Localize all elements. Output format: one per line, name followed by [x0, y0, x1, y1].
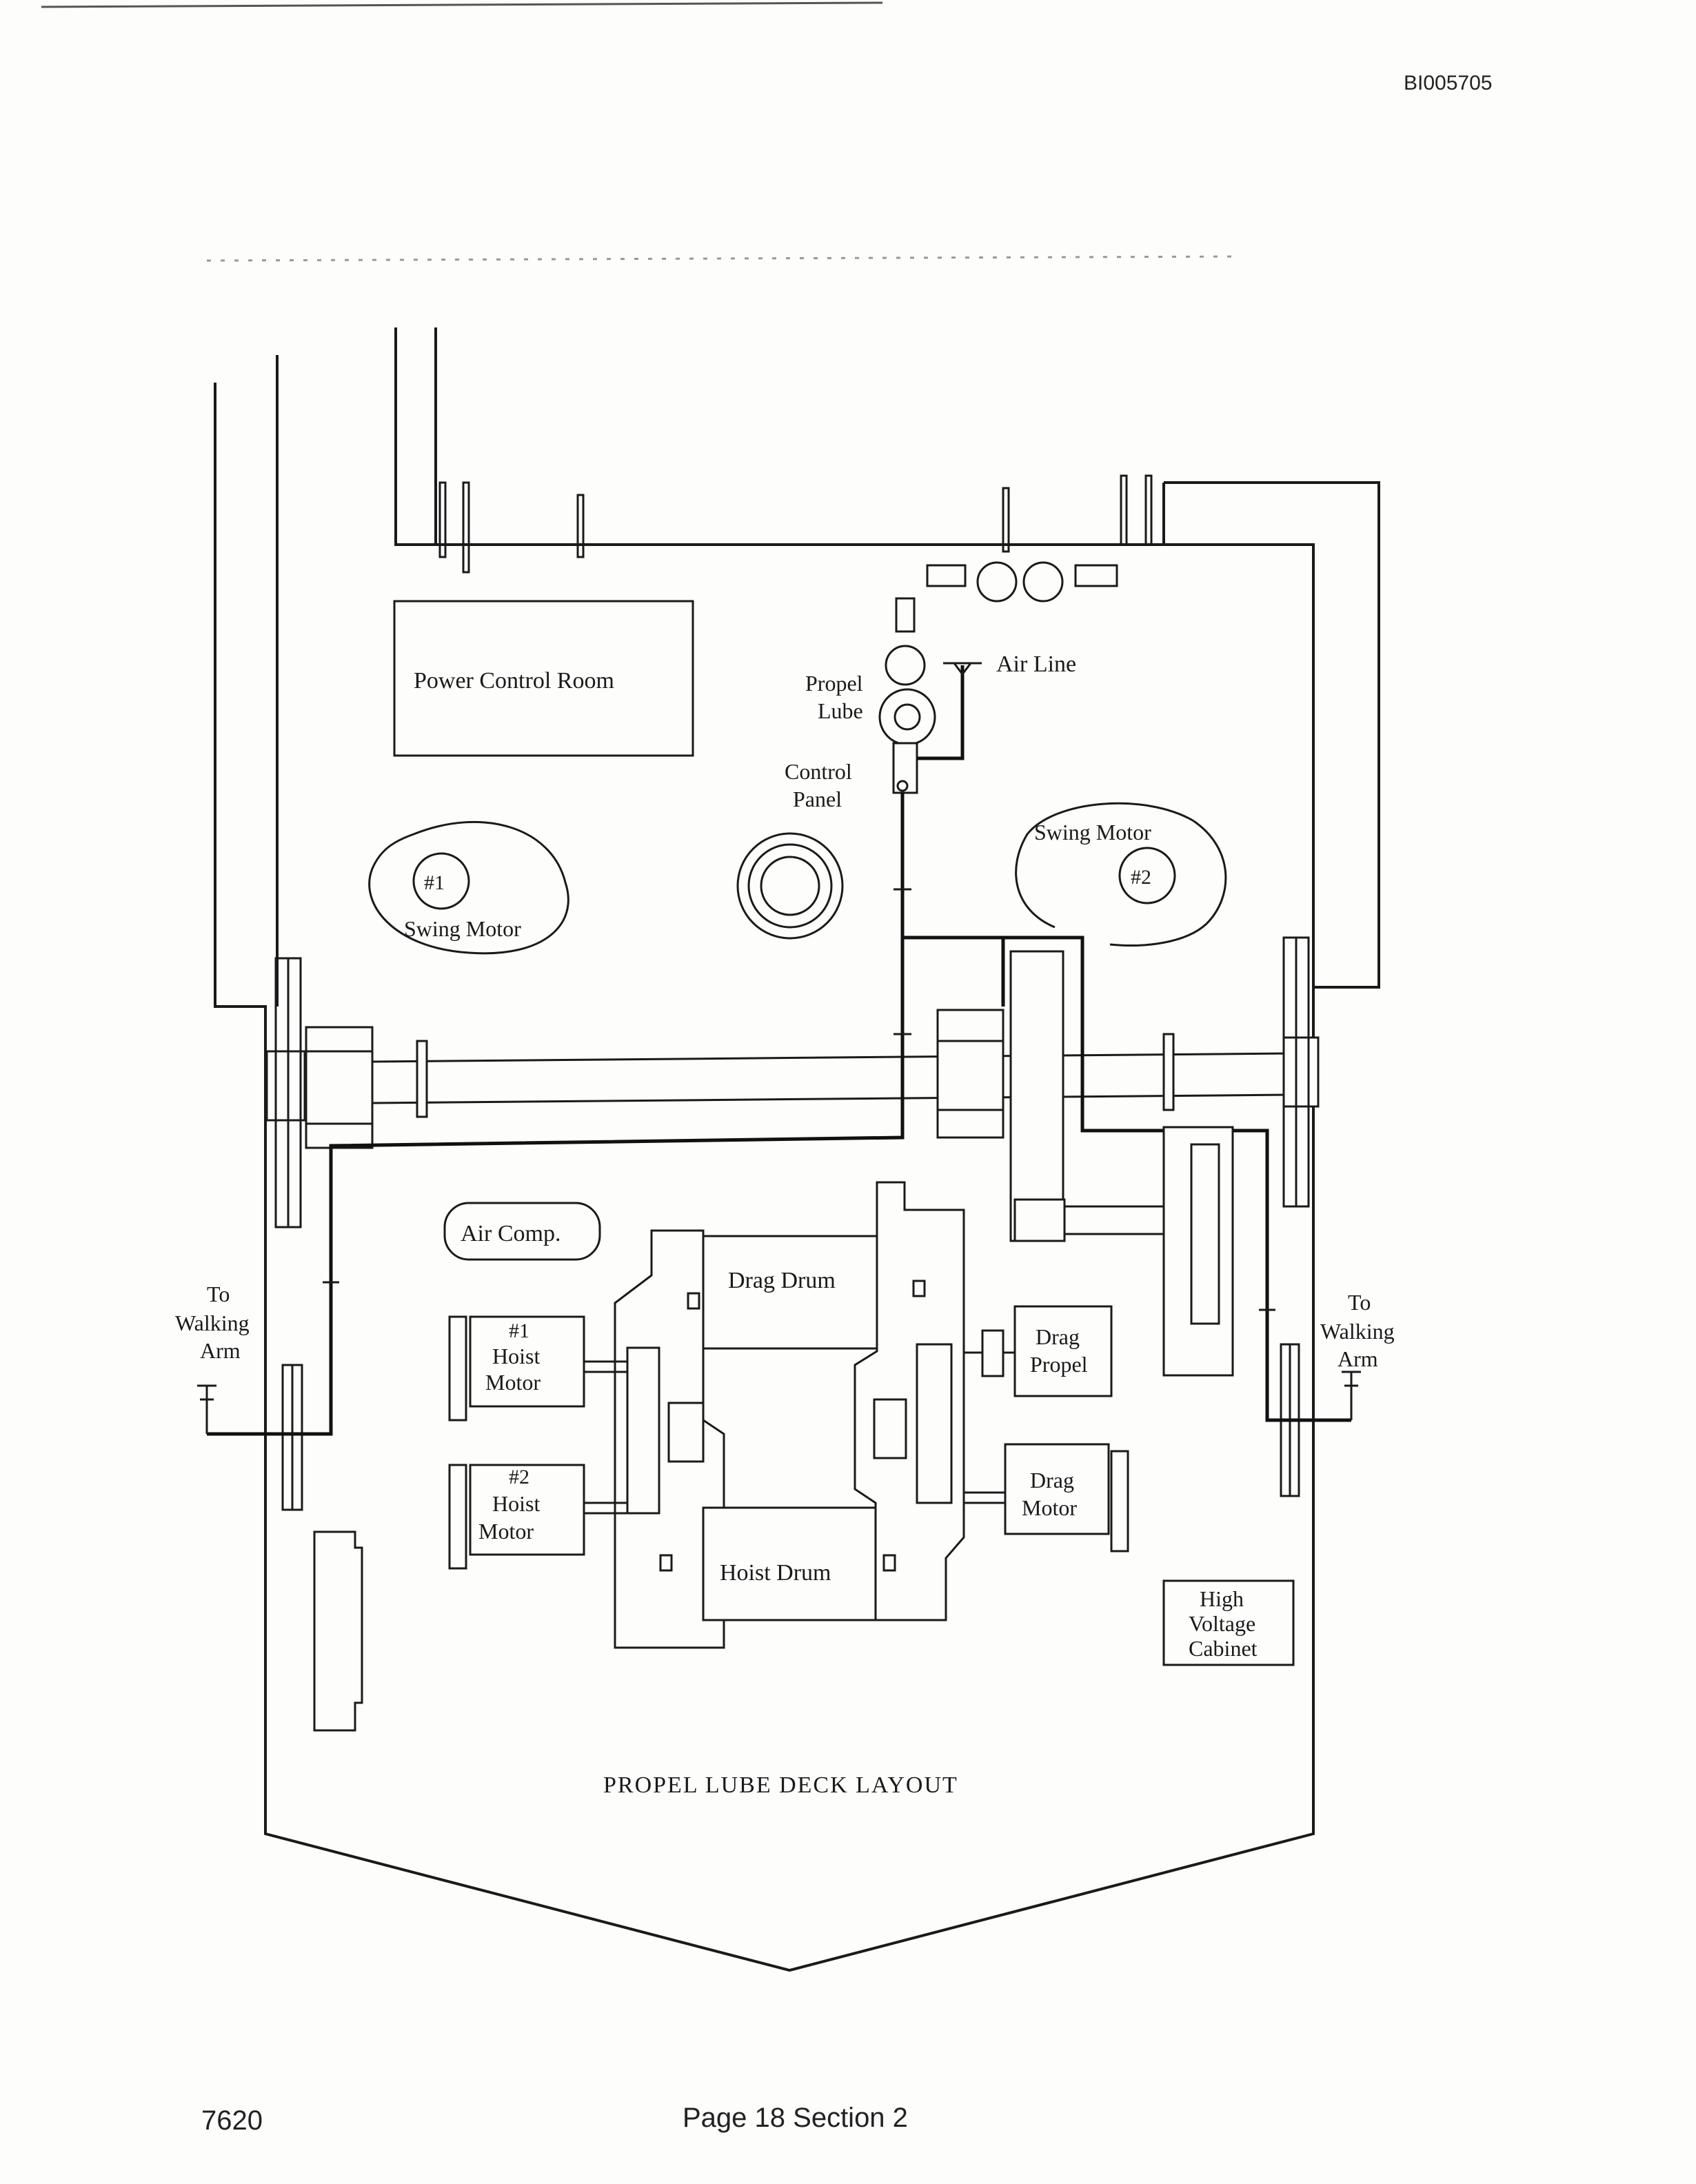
- air-compressor-label: Air Comp.: [461, 1221, 561, 1246]
- page-section-label: Page 18 Section 2: [683, 2103, 908, 2133]
- swing-motor-1-circle: [412, 852, 470, 910]
- drag-motor: [964, 1443, 1129, 1553]
- bottom-left-cabinet: [313, 1530, 363, 1732]
- high-voltage-cabinet: [1162, 1579, 1295, 1666]
- walking-arm-left-2: Walking: [175, 1311, 250, 1335]
- hoist-motor-2-label-b: Motor: [478, 1519, 534, 1544]
- air-compressor: [443, 1202, 601, 1261]
- drag-propel-motor: [964, 1305, 1113, 1397]
- power-control-room-label: Power Control Room: [414, 668, 614, 694]
- diagram-title: PROPEL LUBE DECK LAYOUT: [603, 1772, 958, 1798]
- swing-motor-2-housing: [1015, 802, 1227, 947]
- right-annex: [1164, 481, 1380, 989]
- propel-lube-unit: [878, 645, 936, 794]
- swing-motor-1-label: Swing Motor: [404, 916, 521, 941]
- walking-arm-right-1: To: [1348, 1290, 1371, 1315]
- propel-lube-label-2: Lube: [818, 698, 863, 723]
- center-swing-gear: [736, 832, 844, 940]
- walking-arm-left-3: Arm: [200, 1338, 241, 1363]
- scan-top-line: [41, 1, 883, 8]
- swing-motor-1-number: #1: [424, 871, 445, 894]
- top-equipment: [895, 561, 1118, 633]
- hoist-motor-1: [448, 1315, 627, 1422]
- drag-drum-label: Drag Drum: [728, 1268, 836, 1293]
- power-control-room: [393, 600, 694, 757]
- swing-motor-1-housing: [368, 820, 569, 955]
- drag-motor-label-1: Drag: [1030, 1468, 1074, 1493]
- document-number: 7620: [201, 2105, 263, 2136]
- walking-arm-fittings: [197, 1371, 1361, 1434]
- hv-cabinet-label-2: Voltage: [1189, 1611, 1255, 1636]
- control-panel-label-2: Panel: [793, 787, 842, 811]
- crawler-rails: [274, 936, 1310, 1511]
- drum-assembly: [614, 1181, 965, 1649]
- hoist-motor-2-number: #2: [509, 1466, 529, 1488]
- air-line: [917, 662, 982, 760]
- swing-motor-2-number: #2: [1131, 866, 1151, 889]
- scan-dotted-line: [206, 255, 1242, 262]
- drag-propel-label-2: Propel: [1030, 1352, 1088, 1377]
- walking-arm-right-3: Arm: [1337, 1346, 1378, 1371]
- hoist-motor-2: [448, 1464, 627, 1570]
- hv-cabinet-label-1: High: [1200, 1586, 1244, 1611]
- document-id: BI005705: [1404, 72, 1493, 94]
- hoist-motor-2-label-a: Hoist: [492, 1491, 540, 1516]
- right-gear-housing: [1013, 1126, 1234, 1377]
- hoist-motor-1-label-b: Motor: [485, 1370, 541, 1395]
- hv-cabinet-label-3: Cabinet: [1189, 1636, 1258, 1661]
- walking-arm-right-2: Walking: [1320, 1319, 1395, 1344]
- deck-outline: [214, 327, 1315, 1972]
- air-line-label: Air Line: [996, 651, 1076, 677]
- hoist-motor-1-label-a: Hoist: [492, 1344, 540, 1368]
- hoist-motor-1-number: #1: [509, 1320, 529, 1342]
- drag-motor-label-2: Motor: [1022, 1495, 1077, 1520]
- walking-arm-left-1: To: [207, 1282, 230, 1306]
- top-pipe-stubs: [438, 474, 1153, 574]
- control-panel-label-1: Control: [785, 759, 852, 784]
- main-propel-shaft: [265, 950, 1320, 1242]
- drag-propel-label-1: Drag: [1036, 1324, 1080, 1349]
- swing-motor-2-label: Swing Motor: [1034, 820, 1151, 845]
- hoist-drum-label: Hoist Drum: [720, 1560, 831, 1586]
- swing-motor-2-circle: [1118, 847, 1176, 904]
- propel-lube-label-1: Propel: [805, 671, 863, 696]
